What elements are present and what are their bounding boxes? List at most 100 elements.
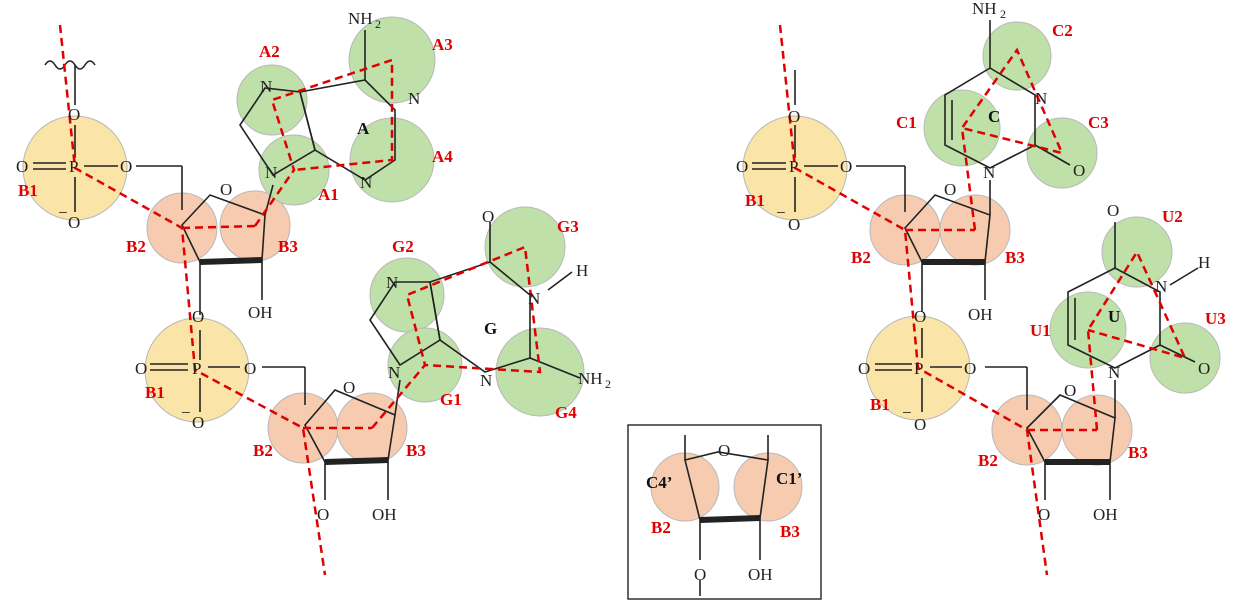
base-bead-label: A1	[318, 185, 339, 204]
atom: N	[265, 163, 277, 182]
atom-labels: O O OH	[694, 441, 773, 584]
atom: OH	[372, 505, 397, 524]
bead-labels: B1 B1 B2 B3 B2 B3 A1 A2 A3 A4 G1 G2 G3 G…	[18, 35, 579, 460]
atom: O	[16, 157, 28, 176]
atom: N	[408, 89, 420, 108]
atom: −	[181, 403, 191, 422]
atom: N	[480, 371, 492, 390]
atom: O	[1038, 505, 1050, 524]
atom: O	[914, 307, 926, 326]
sugar-label: B3	[780, 522, 800, 541]
phosphate-label: B1	[18, 181, 38, 200]
atom: −	[902, 403, 912, 422]
atom: −	[776, 203, 786, 222]
base-bead-label: C1	[896, 113, 917, 132]
atom: N	[260, 77, 272, 96]
atom: OH	[248, 303, 273, 322]
atom-subscript: 2	[1000, 7, 1006, 21]
base-letter: A	[357, 119, 370, 138]
atom: P	[914, 359, 923, 378]
atom: O	[858, 359, 870, 378]
base-bead-label: U2	[1162, 207, 1183, 226]
atom: O	[120, 157, 132, 176]
base-bead-label: A3	[432, 35, 453, 54]
atom-subscript: 2	[605, 377, 611, 391]
base-letter: C	[988, 107, 1000, 126]
atom: O	[135, 359, 147, 378]
base-bead	[369, 257, 445, 333]
atom: H	[1198, 253, 1210, 272]
atom: −	[58, 203, 68, 222]
atom: O	[1198, 359, 1210, 378]
phosphate-label: B1	[745, 191, 765, 210]
sugar-label: B3	[278, 237, 298, 256]
base-bead	[348, 16, 436, 104]
atom: H	[576, 261, 588, 280]
backbone-path	[778, 24, 1049, 576]
atom-labels: O O P O O − O OH N N O NH 2 O O P O O − …	[736, 0, 1210, 524]
base-bead-label: C2	[1052, 21, 1073, 40]
phosphate-label: B1	[870, 395, 890, 414]
carbon-label: C4’	[646, 473, 672, 492]
atom: O	[964, 359, 976, 378]
atom: O	[1107, 201, 1119, 220]
atom: N	[1035, 89, 1047, 108]
atom: O	[192, 413, 204, 432]
bonds	[33, 30, 581, 500]
atom: N	[1108, 363, 1120, 382]
base-bead-label: U3	[1205, 309, 1226, 328]
base-bead	[484, 206, 566, 288]
base-bead-label: G3	[557, 217, 579, 236]
carbon-label: C1’	[776, 469, 802, 488]
right-strand: O O P O O − O OH N N O NH 2 O O P O O − …	[736, 0, 1226, 576]
inset-box: O O OH C4’ C1’ B2 B3	[627, 424, 822, 600]
sugar-label: B3	[1005, 248, 1025, 267]
base-path	[1086, 249, 1188, 431]
base-bead	[236, 64, 308, 136]
base-bead	[982, 21, 1052, 91]
atom: O	[1073, 161, 1085, 180]
base-path	[253, 58, 394, 227]
base-bead-label: A2	[259, 42, 280, 61]
base-bead-label: G4	[555, 403, 577, 422]
carbon-labels: C4’ C1’	[646, 469, 802, 492]
atom: O	[788, 215, 800, 234]
atom-subscript: 2	[375, 17, 381, 31]
atom: N	[528, 289, 540, 308]
bead-labels: B1 B1 B2 B3 B2 B3 C1 C2 C3 U1 U2 U3	[745, 21, 1226, 470]
bonds	[684, 435, 769, 596]
sugar-label: B2	[651, 518, 671, 537]
atom: N	[386, 273, 398, 292]
atom: N	[388, 363, 400, 382]
base-bead-label: U1	[1030, 321, 1051, 340]
atom: O	[944, 180, 956, 199]
atom: OH	[748, 565, 773, 584]
sugar-label: B3	[406, 441, 426, 460]
atom: O	[914, 415, 926, 434]
atom: O	[192, 307, 204, 326]
base-path	[960, 47, 1065, 231]
atom: P	[789, 157, 798, 176]
atom: N	[360, 173, 372, 192]
atom: O	[788, 107, 800, 126]
base-bead	[923, 89, 1001, 167]
base-bead-label: A4	[432, 147, 453, 166]
base-letters: A G	[357, 119, 497, 338]
sugar-label: B2	[253, 441, 273, 460]
atom: O	[840, 157, 852, 176]
base-bead-label: G2	[392, 237, 414, 256]
atom: O	[244, 359, 256, 378]
atom: O	[68, 213, 80, 232]
backbone-path	[58, 24, 327, 576]
atom: N	[983, 163, 995, 182]
left-strand: O O P O O − O OH N N N N NH 2 O O P O O …	[16, 9, 611, 576]
atom: O	[68, 105, 80, 124]
base-letter: U	[1108, 307, 1120, 326]
atom: O	[482, 207, 494, 226]
atom: OH	[1093, 505, 1118, 524]
atom: O	[317, 505, 329, 524]
sugar-label: B2	[126, 237, 146, 256]
base-path	[371, 245, 542, 429]
base-bead-label: C3	[1088, 113, 1109, 132]
